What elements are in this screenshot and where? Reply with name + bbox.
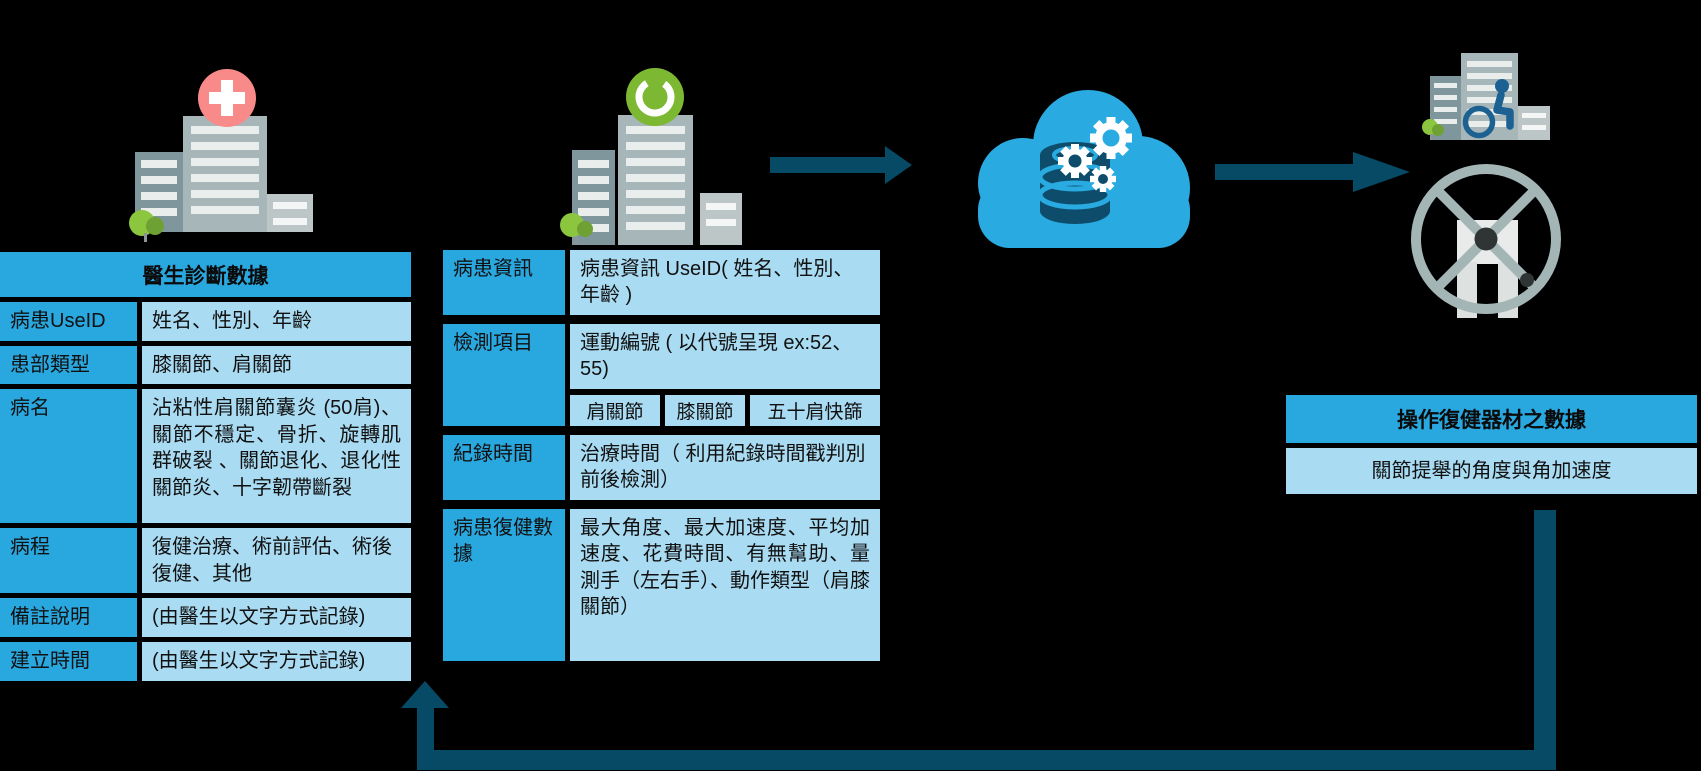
row-value: 最大角度、最大加速度、平均加速度、花費時間、有無幫助、量測手（左右手）、動作類型… [570, 508, 880, 661]
row-label: 病患復健數據 [443, 508, 565, 661]
red-cross-icon [198, 69, 256, 127]
table-row: 患部類型 膝關節、肩關節 [0, 346, 411, 385]
wheelchair-icon [1462, 79, 1514, 139]
sub-cell-knee: 膝關節 [665, 394, 745, 426]
row-value: (由醫生以文字方式記錄) [142, 642, 411, 681]
table-row: 病患復健數據 最大角度、最大加速度、平均加速度、花費時間、有無幫助、量測手（左右… [443, 508, 880, 661]
table-row: 備註說明 (由醫生以文字方式記錄) [0, 598, 411, 638]
row-value: 關節提舉的角度與角加速度 [1286, 448, 1697, 494]
table-row: 病程 復健治療、術前評估、術後復健、其他 [0, 528, 411, 594]
hospital-building-icon [129, 69, 313, 242]
table-row: 病名 沾粘性肩關節囊炎 (50肩)、關節不穩定、骨折、旋轉肌群破裂 、關節退化、… [0, 389, 411, 524]
table-row: 建立時間 (由醫生以文字方式記錄) [0, 642, 411, 681]
row-value: 沾粘性肩關節囊炎 (50肩)、關節不穩定、骨折、旋轉肌群破裂 、關節退化、退化性… [142, 389, 411, 524]
shoulder-wheel-icon [1411, 164, 1561, 318]
cloud-database-icon [978, 90, 1190, 248]
sub-cell-shoulder: 肩關節 [570, 394, 660, 426]
table-row: 病患UseID 姓名、性別、年齡 [0, 302, 411, 341]
row-label: 備註說明 [0, 598, 137, 638]
sub-row: 肩關節 膝關節 五十肩快篩 [570, 394, 880, 426]
row-value: 復健治療、術前評估、術後復健、其他 [142, 528, 411, 594]
row-value: 病患資訊 UseID( 姓名、性別、年齡 ) [570, 250, 880, 315]
equipment-data-table: 操作復健器材之數據 關節提舉的角度與角加速度 [1286, 395, 1697, 494]
progress-ring-icon [626, 68, 684, 126]
row-label: 紀錄時間 [443, 434, 565, 500]
doctor-diagnosis-table: 醫生診斷數據 病患UseID 姓名、性別、年齡 患部類型 膝關節、肩關節 病名 … [0, 252, 411, 681]
row-value: (由醫生以文字方式記錄) [142, 598, 411, 638]
table-title: 醫生診斷數據 [0, 252, 411, 297]
row-label: 病患資訊 [443, 250, 565, 315]
right-arrow-icon [1215, 152, 1410, 192]
table-row: 檢測項目 運動編號 ( 以代號呈現 ex:52、55) 肩關節 膝關節 五十肩快… [443, 324, 880, 426]
row-value: 治療時間（ 利用紀錄時間戳判別前後檢測） [570, 434, 880, 500]
row-label: 病名 [0, 389, 137, 524]
right-arrow-icon [770, 146, 912, 184]
table-row: 紀錄時間 治療時間（ 利用紀錄時間戳判別前後檢測） [443, 434, 880, 500]
row-label: 建立時間 [0, 642, 137, 681]
wheel-handle-knob [1520, 273, 1534, 287]
table-row: 病患資訊 病患資訊 UseID( 姓名、性別、年齡 ) [443, 250, 880, 315]
clinic-building-icon [560, 68, 742, 245]
row-value: 膝關節、肩關節 [142, 346, 411, 385]
row-label: 病患UseID [0, 302, 137, 341]
gear-icon [1058, 117, 1132, 192]
tree-icon [129, 210, 164, 242]
tree-icon [1422, 119, 1444, 140]
tree-icon [560, 213, 593, 245]
row-value: 姓名、性別、年齡 [142, 302, 411, 341]
row-label: 患部類型 [0, 346, 137, 385]
table-title: 操作復健器材之數據 [1286, 395, 1697, 443]
rehab-center-icon [1422, 53, 1550, 140]
row-value: 運動編號 ( 以代號呈現 ex:52、55) [570, 324, 880, 389]
row-label: 檢測項目 [443, 324, 565, 426]
database-icon [1037, 142, 1113, 224]
patient-info-table: 病患資訊 病患資訊 UseID( 姓名、性別、年齡 ) 檢測項目 運動編號 ( … [443, 250, 880, 661]
row-label: 病程 [0, 528, 137, 594]
sub-cell-frozen-shoulder: 五十肩快篩 [750, 394, 880, 426]
